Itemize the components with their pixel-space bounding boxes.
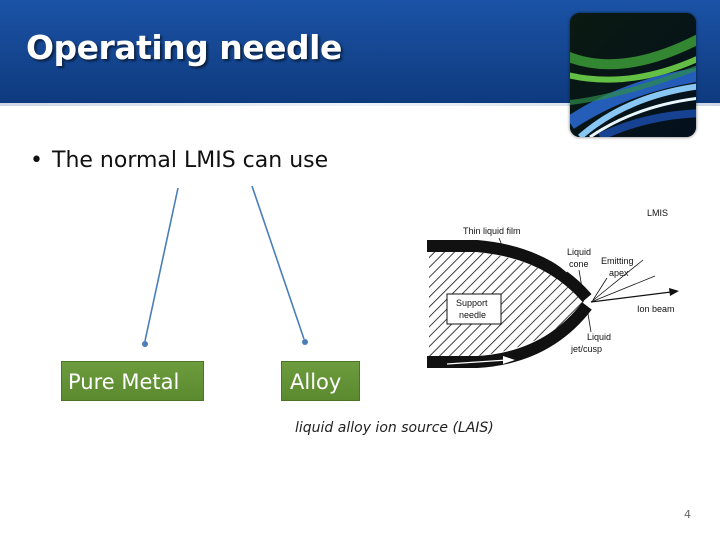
pure-metal-box: Pure Metal bbox=[61, 361, 204, 401]
needle-body bbox=[429, 252, 585, 356]
arrowhead-pure-metal bbox=[142, 341, 148, 347]
decorative-light-streak-image bbox=[570, 13, 696, 137]
support-needle-label: Support bbox=[456, 298, 488, 308]
lais-caption: liquid alloy ion source (LAIS) bbox=[295, 420, 494, 436]
svg-text:jet/cusp: jet/cusp bbox=[570, 344, 602, 354]
liquid-cone-label: Liquid bbox=[567, 247, 591, 257]
page-number: 4 bbox=[684, 508, 691, 521]
bullet-line: • The normal LMIS can use bbox=[30, 148, 328, 173]
svg-text:apex: apex bbox=[609, 268, 629, 278]
ion-beam-label: Ion beam bbox=[637, 304, 675, 314]
svg-text:needle: needle bbox=[459, 310, 486, 320]
ion-beam-arrow bbox=[590, 291, 672, 303]
liquid-jet-label: Liquid bbox=[587, 332, 611, 342]
emitting-apex-label: Emitting bbox=[601, 256, 634, 266]
bullet-marker: • bbox=[30, 148, 43, 173]
slide-title: Operating needle bbox=[26, 28, 342, 67]
svg-text:cone: cone bbox=[569, 259, 589, 269]
alloy-box: Alloy bbox=[281, 361, 360, 401]
lmis-diagram: Support needle LMIS Thin liquid film Liq… bbox=[407, 190, 703, 376]
bullet-text: The normal LMIS can use bbox=[52, 148, 329, 173]
title-divider bbox=[0, 103, 720, 106]
arrow-to-alloy bbox=[251, 185, 305, 340]
arrowhead-alloy bbox=[302, 339, 308, 345]
arrow-to-pure-metal bbox=[144, 187, 179, 342]
liquid-film-top bbox=[427, 240, 592, 302]
lmis-label: LMIS bbox=[647, 208, 668, 218]
thin-film-label: Thin liquid film bbox=[463, 226, 521, 236]
